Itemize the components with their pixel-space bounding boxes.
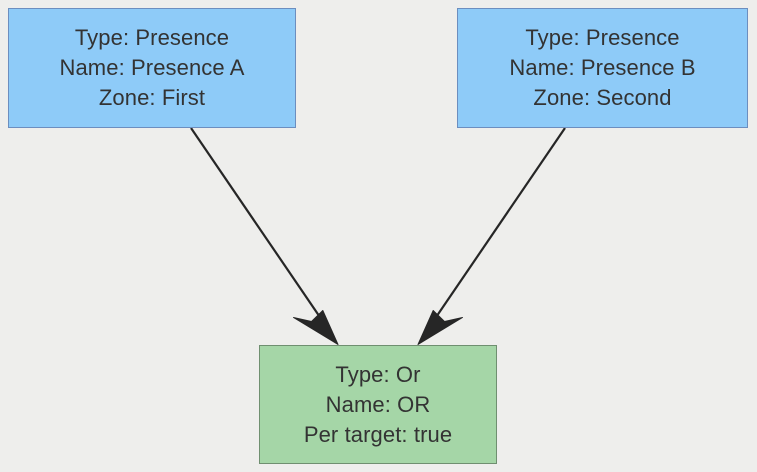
edge-presence-b-to-or	[417, 127, 566, 345]
node-or[interactable]: Type: Or Name: OR Per target: true	[259, 345, 497, 464]
node-presence-a-line-type: Type: Presence	[74, 25, 230, 50]
arrowhead-icon	[293, 310, 339, 345]
node-presence-a-line-zone: Zone: First	[98, 85, 206, 110]
node-presence-b-line-name: Name: Presence B	[509, 55, 696, 80]
node-presence-a-line-name: Name: Presence A	[59, 55, 245, 80]
arrowhead-icon	[417, 310, 463, 345]
node-presence-b-line-type: Type: Presence	[525, 25, 680, 50]
node-or-line-name: Name: OR	[325, 391, 431, 417]
node-or-line-per-target: Per target: true	[303, 421, 453, 447]
node-presence-b[interactable]: Type: Presence Name: Presence B Zone: Se…	[457, 8, 748, 128]
node-presence-b-line-zone: Zone: Second	[533, 85, 672, 110]
edge-presence-a-to-or	[190, 127, 339, 345]
edge-line	[421, 127, 566, 338]
edge-line	[190, 127, 335, 338]
node-presence-a[interactable]: Type: Presence Name: Presence A Zone: Fi…	[8, 8, 296, 128]
node-or-line-type: Type: Or	[335, 361, 421, 387]
